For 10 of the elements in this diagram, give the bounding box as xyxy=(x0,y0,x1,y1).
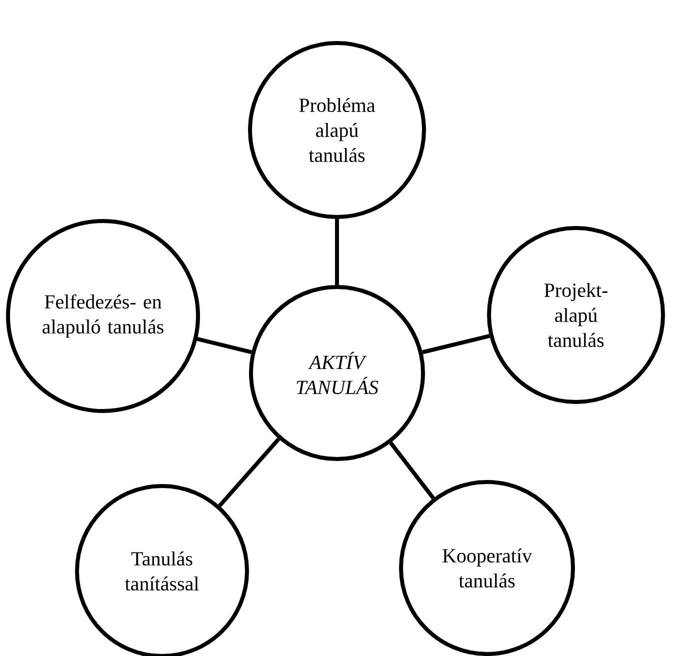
circle-node: Kooperatív tanulás xyxy=(399,480,575,656)
circle-node: Projekt- alapú tanulás xyxy=(487,226,665,404)
connector-line xyxy=(218,438,280,508)
connector-line xyxy=(335,219,339,285)
connector-line xyxy=(196,337,252,354)
circle-node: Felfedezés- en alapuló tanulás xyxy=(6,219,200,413)
circle-node: Probléma alapú tanulás xyxy=(248,41,426,219)
connector-line xyxy=(389,442,435,500)
connector-line xyxy=(422,334,490,354)
circle-node: AKTÍV TANULÁS xyxy=(249,285,425,461)
